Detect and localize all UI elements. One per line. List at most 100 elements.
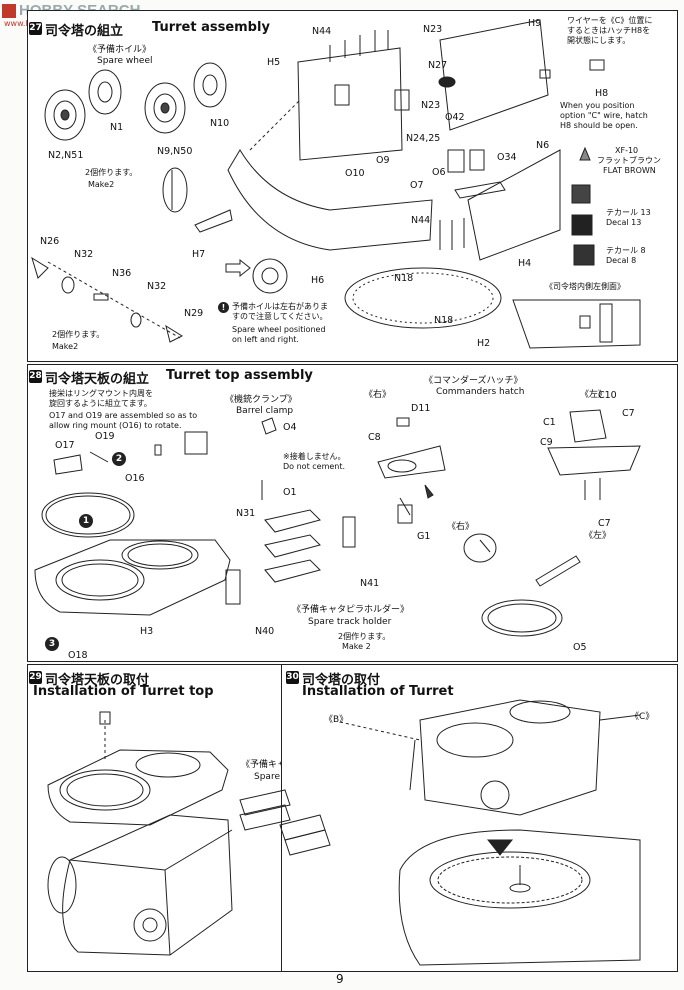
part-label: H7 bbox=[192, 249, 206, 260]
part-label: C10 bbox=[598, 390, 617, 401]
part-label: O7 bbox=[410, 180, 424, 191]
turret-top-plate bbox=[47, 749, 229, 826]
watermark-logo-icon bbox=[2, 4, 16, 19]
part-label: C8 bbox=[368, 432, 381, 443]
page-number: 9 bbox=[336, 972, 344, 986]
part-label: O18 bbox=[68, 650, 88, 661]
wire-note-jp-2: するときはハッチH8を bbox=[567, 26, 651, 35]
part-label: N26 bbox=[40, 236, 60, 247]
decal13-jp: テカール 13 bbox=[606, 208, 651, 217]
part-label: C7 bbox=[622, 408, 635, 419]
make2-en-b: Make2 bbox=[52, 342, 79, 351]
part-label: H2 bbox=[477, 338, 491, 349]
no-cement-en: Do not cement. bbox=[283, 462, 346, 471]
part-label: N2,N51 bbox=[48, 150, 84, 161]
part-label: N10 bbox=[210, 118, 230, 129]
spare-wheel-label-jp: 《予備ホイル》 bbox=[88, 45, 152, 55]
wire-note-en-1: When you position bbox=[560, 101, 635, 110]
turret-wall-h5 bbox=[297, 47, 403, 161]
turret-assembled bbox=[419, 699, 601, 816]
decal8-jp: テカール 8 bbox=[606, 246, 646, 255]
part-label: O42 bbox=[445, 112, 465, 123]
part-label: N9,N50 bbox=[157, 146, 193, 157]
ring-note-en-2: allow ring mount (O16) to rotate. bbox=[49, 421, 182, 430]
part-label: N1 bbox=[110, 122, 124, 133]
step-30-title-jp: 司令塔の取付 bbox=[302, 673, 381, 688]
wire-b-label: 《B》 bbox=[324, 715, 349, 725]
step-29-number: 29 bbox=[29, 671, 42, 684]
decal8-en: Decal 8 bbox=[606, 256, 637, 265]
step-30-frame bbox=[281, 664, 678, 972]
step-circle-3: 3 bbox=[45, 637, 59, 651]
make2-jp-b: 2個作ります。 bbox=[52, 330, 105, 339]
step-28-title-jp: 司令塔天板の組立 bbox=[45, 372, 150, 387]
paint-name-en: FLAT BROWN bbox=[603, 166, 656, 175]
step-27-number: 27 bbox=[29, 22, 42, 35]
step-27-title-jp: 司令塔の組立 bbox=[45, 24, 124, 39]
part-label: O34 bbox=[497, 152, 517, 163]
part-label: O1 bbox=[283, 487, 297, 498]
step-30-number: 30 bbox=[286, 671, 299, 684]
step-circle-2: 2 bbox=[112, 452, 126, 466]
ring-mount-o16 bbox=[41, 492, 135, 538]
part-label: N18 bbox=[434, 315, 454, 326]
part-label: O19 bbox=[95, 431, 115, 442]
part-label: N31 bbox=[236, 508, 256, 519]
part-label: D11 bbox=[411, 403, 431, 414]
cupola-ring-o5 bbox=[481, 599, 563, 637]
right-label-b: 《右》 bbox=[447, 522, 475, 532]
part-label: H5 bbox=[267, 57, 281, 68]
no-cement-jp: ※接着しません。 bbox=[283, 452, 346, 461]
paint-code: XF-10 bbox=[615, 146, 639, 155]
wire-note-jp-1: ワイヤーを《C》位置に bbox=[567, 16, 653, 25]
wire-note-en-2: option "C" wire, hatch bbox=[560, 111, 648, 120]
part-label: G1 bbox=[417, 531, 431, 542]
turret-wall-h6 bbox=[227, 149, 433, 251]
step-circle-1: 1 bbox=[79, 514, 93, 528]
spare-wheel-note-jp-1: 予備ホイルは左右がありま bbox=[232, 302, 328, 311]
spare-wheel-label-en: Spare wheel bbox=[97, 56, 153, 66]
part-label: H9 bbox=[528, 18, 542, 29]
hatch-jp: 《コマンダーズハッチ》 bbox=[424, 376, 523, 386]
hatch-en: Commanders hatch bbox=[436, 387, 525, 397]
inside-view-label: 《司令塔内側左側面》 bbox=[545, 282, 625, 291]
make2-jp-c: 2個作ります。 bbox=[338, 632, 391, 641]
spare-wheel-note-en-1: Spare wheel positioned bbox=[232, 325, 326, 334]
part-label: N27 bbox=[428, 60, 448, 71]
ring-note-jp-2: 旋回するように組立てます。 bbox=[49, 399, 152, 408]
wire-note-en-3: H8 should be open. bbox=[560, 121, 638, 130]
part-label: N6 bbox=[536, 140, 550, 151]
part-label: H4 bbox=[518, 258, 532, 269]
turret-wall-h4 bbox=[467, 149, 561, 261]
part-label: H8 bbox=[595, 88, 609, 99]
step-28-frame bbox=[27, 364, 678, 662]
track-holder-en: Spare track holder bbox=[308, 617, 392, 627]
wire-note-jp-3: 開状態にします。 bbox=[567, 36, 631, 45]
part-label: O5 bbox=[573, 642, 587, 653]
turret-top-h3 bbox=[34, 539, 231, 616]
part-label: N32 bbox=[147, 281, 167, 292]
part-label: O6 bbox=[432, 167, 446, 178]
part-label: N41 bbox=[360, 578, 380, 589]
left-label-a: 《左》 bbox=[580, 390, 608, 400]
part-label: N23 bbox=[423, 24, 443, 35]
commanders-hatch-c10 bbox=[569, 409, 607, 443]
step-27-frame bbox=[27, 10, 678, 362]
right-label-a: 《右》 bbox=[364, 390, 392, 400]
spare-wheel-part bbox=[44, 62, 227, 213]
track-holder-jp: 《予備キャタピラホルダー》 bbox=[292, 605, 410, 615]
left-label-b: 《左》 bbox=[584, 531, 612, 541]
part-label: N36 bbox=[112, 268, 132, 279]
turret-wall-h9 bbox=[439, 19, 549, 131]
part-label: N44 bbox=[312, 26, 332, 37]
step-30-title-en: Installation of Turret bbox=[302, 684, 454, 699]
part-label: N29 bbox=[184, 308, 204, 319]
part-label: N18 bbox=[394, 273, 414, 284]
make2-en-a: Make2 bbox=[88, 180, 115, 189]
wire-c-label: 《C》 bbox=[630, 712, 655, 722]
step-28-title-en: Turret top assembly bbox=[166, 368, 313, 383]
